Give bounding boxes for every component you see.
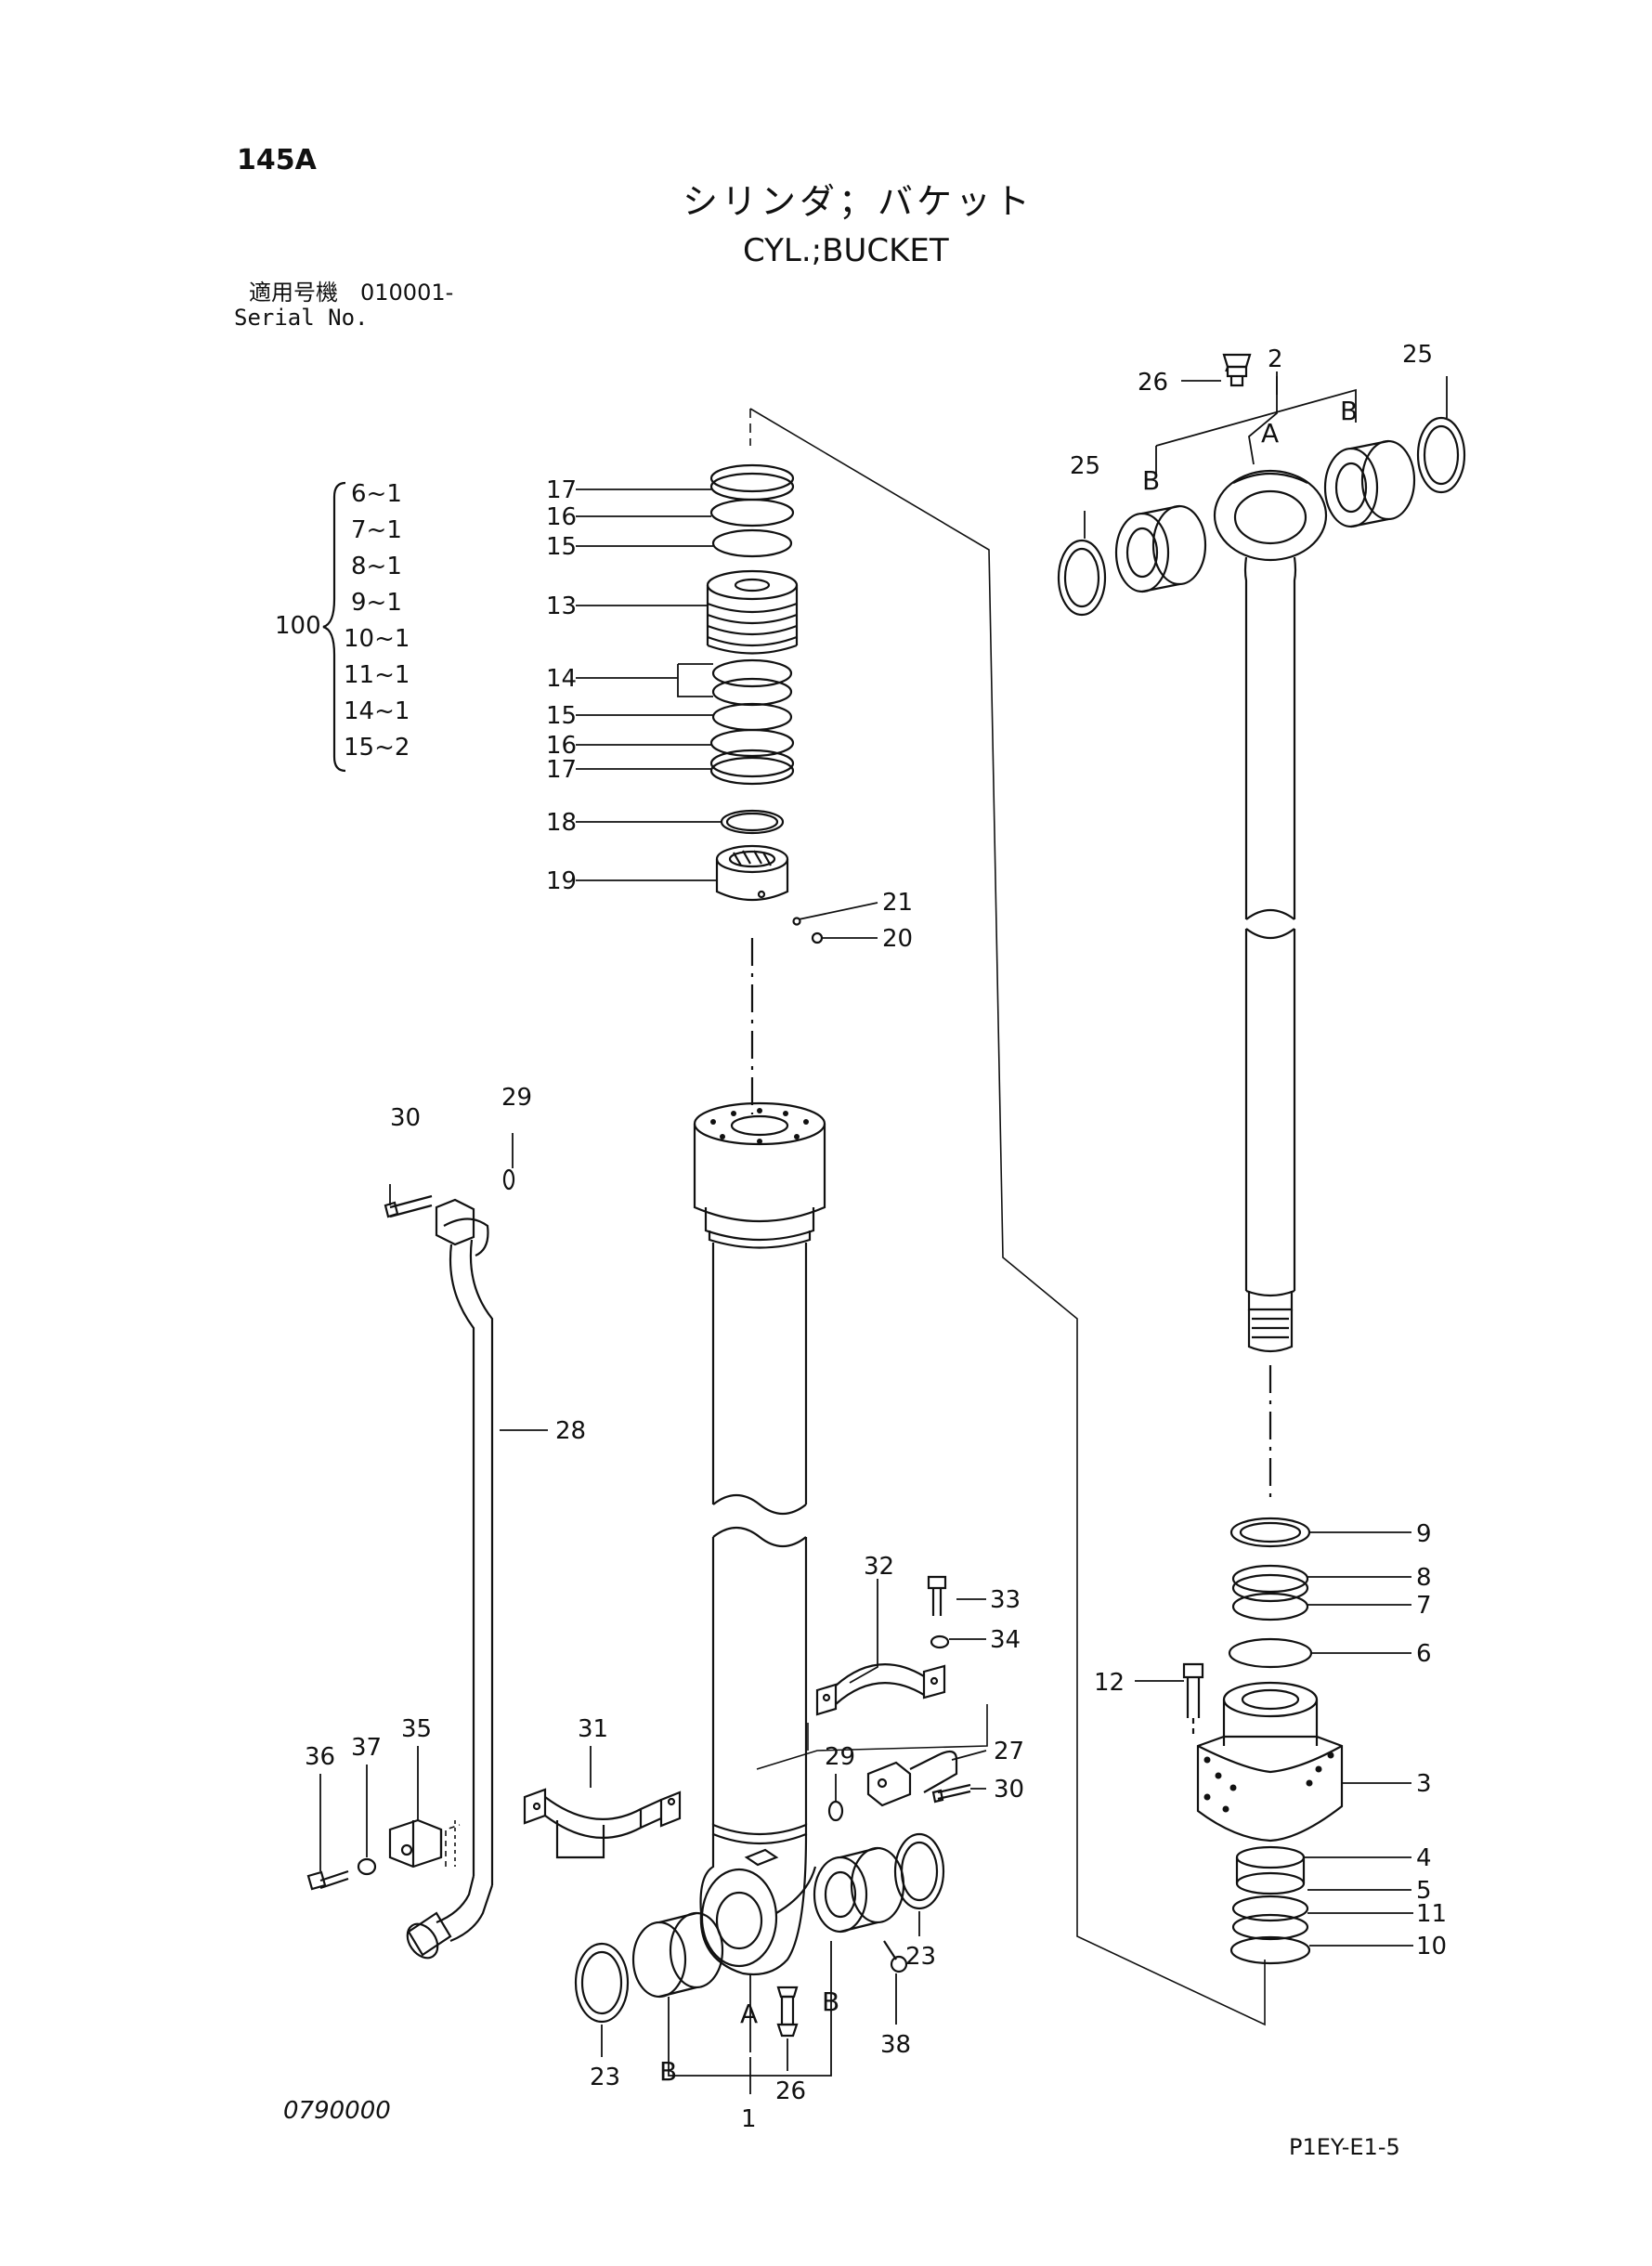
callout-7: 7	[1416, 1592, 1432, 1620]
kit-item: 7~1	[351, 516, 402, 544]
callout-21: 21	[882, 889, 913, 917]
callout-28: 28	[555, 1417, 586, 1445]
callout-14: 14	[546, 665, 577, 693]
callout-4: 4	[1416, 1844, 1432, 1872]
clamp-35	[306, 1818, 443, 1891]
callout-3: 3	[1416, 1770, 1432, 1798]
callout-16: 16	[546, 503, 577, 531]
callout-37: 37	[351, 1734, 382, 1762]
callout-18: 18	[546, 809, 577, 837]
callout-31: 31	[578, 1715, 608, 1743]
callout-25: 25	[1402, 341, 1433, 369]
callout-29: 29	[825, 1743, 855, 1771]
callout-b: B	[1142, 465, 1160, 496]
callout-15: 15	[546, 533, 577, 561]
callout-36: 36	[305, 1743, 335, 1771]
fitting-27	[827, 1750, 971, 1822]
callout-25: 25	[1070, 452, 1100, 480]
assembly-centerlines	[445, 408, 1266, 2026]
sheet-code: P1EY-E1-5	[1289, 2134, 1400, 2160]
pipe-assembly	[384, 1168, 515, 1960]
callout-b: B	[1340, 396, 1358, 426]
callout-13: 13	[546, 593, 577, 620]
title-japanese: シリンダ；バケット	[683, 181, 1034, 222]
page-number: 145A	[237, 144, 317, 176]
callout-5: 5	[1416, 1877, 1432, 1905]
callout-17: 17	[546, 476, 577, 504]
callout-32: 32	[864, 1553, 894, 1581]
kit-number-label: 100	[275, 612, 321, 640]
callout-26: 26	[775, 2077, 806, 2105]
leader-lines	[319, 366, 1448, 2094]
seal-kit-group: 100 6~1 7~1 8~1 9~1 10~1 11~1 14~1 15~2	[275, 480, 410, 773]
piston-assembly	[706, 463, 824, 1114]
rod-head-assembly	[1182, 1517, 1344, 1965]
serial-label-japanese: 適用号機 010001-	[249, 280, 454, 306]
callout-20: 20	[882, 925, 913, 953]
kit-item: 14~1	[344, 697, 410, 725]
callout-2: 2	[1268, 345, 1283, 373]
callout-b: B	[822, 1986, 839, 2017]
callout-34: 34	[990, 1626, 1021, 1654]
callout-17: 17	[546, 756, 577, 784]
kit-item: 8~1	[351, 553, 402, 580]
callout-15: 15	[546, 702, 577, 730]
callout-8: 8	[1416, 1564, 1432, 1592]
callout-a: A	[1261, 418, 1279, 449]
callout-30: 30	[994, 1776, 1024, 1804]
kit-item: 11~1	[344, 661, 410, 689]
callout-12: 12	[1094, 1669, 1125, 1697]
cylinder-tube	[693, 1101, 826, 1976]
callout-30: 30	[390, 1104, 421, 1132]
callout-10: 10	[1416, 1933, 1447, 1960]
piston-rod	[1057, 353, 1466, 1504]
callout-labels: 17 16 15 13 14 15 16 17 18 19 21 20 30 2…	[305, 341, 1447, 2133]
kit-item: 10~1	[344, 625, 410, 653]
callout-16: 16	[546, 732, 577, 760]
title-english: CYL.;BUCKET	[743, 232, 949, 269]
callout-a: A	[740, 1999, 758, 2029]
callout-1: 1	[741, 2105, 757, 2133]
callout-9: 9	[1416, 1520, 1432, 1548]
callout-27: 27	[994, 1738, 1024, 1765]
kit-item: 6~1	[351, 480, 402, 508]
callout-6: 6	[1416, 1640, 1432, 1668]
callout-19: 19	[546, 867, 577, 895]
kit-item: 9~1	[351, 589, 402, 617]
kit-item: 15~2	[344, 734, 410, 762]
callout-38: 38	[880, 2031, 911, 2059]
callout-23: 23	[590, 2064, 620, 2091]
callout-26: 26	[1138, 369, 1168, 397]
clamp-31	[523, 1788, 682, 1859]
callout-29: 29	[501, 1084, 532, 1112]
callout-23: 23	[905, 1943, 936, 1971]
serial-label-english: Serial No.	[234, 305, 369, 331]
drawing-code: 0790000	[283, 2097, 391, 2125]
callout-35: 35	[401, 1715, 432, 1743]
clamp-32	[815, 1575, 950, 1716]
callout-33: 33	[990, 1586, 1021, 1614]
bottom-bushings	[574, 1832, 945, 2038]
callout-11: 11	[1416, 1900, 1447, 1928]
callout-b: B	[659, 2056, 677, 2087]
